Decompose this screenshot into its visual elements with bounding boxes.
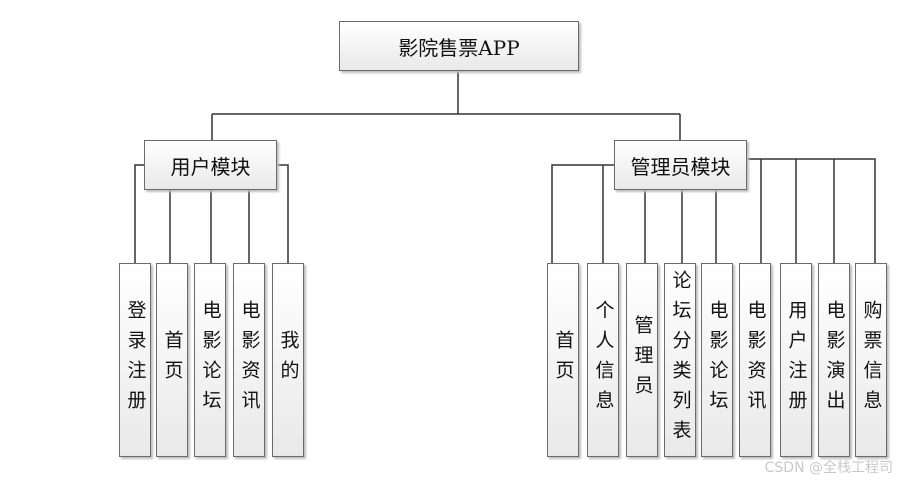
admin-child-node: 论坛分类列表 [664,263,696,457]
node-label: 用户注册 [785,300,808,420]
admin-child-node: 个人信息 [587,263,619,457]
user-module-label: 用户模块 [170,154,251,179]
node-label: 电影论坛 [706,300,729,420]
admin-child-node: 购票信息 [855,263,887,457]
node-label: 首页 [552,330,575,390]
node-label: 管理员 [631,315,654,405]
admin-child-node: 首页 [547,263,579,457]
node-label: 我的 [277,330,300,390]
user-child-node: 登录注册 [119,263,151,457]
admin-child-node: 电影资讯 [739,263,771,457]
admin-connectors [551,158,876,263]
admin-module-node: 管理员模块 [614,140,747,190]
user-child-node: 我的 [272,263,304,457]
user-child-node: 电影论坛 [194,263,226,457]
admin-child-node: 电影论坛 [701,263,733,457]
admin-child-node: 电影演出 [818,263,850,457]
admin-child-node: 管理员 [626,263,658,457]
root-connector [211,70,681,140]
node-label: 论坛分类列表 [669,270,692,450]
user-connectors [134,164,289,263]
node-label: 电影论坛 [199,300,222,420]
watermark: CSDN @全栈工程司 [764,460,893,476]
node-label: 电影资讯 [744,300,767,420]
root-node: 影院售票APP [339,21,579,71]
user-module-node: 用户模块 [144,140,277,190]
node-label: 购票信息 [860,300,883,420]
node-label: 电影演出 [823,300,846,420]
node-label: 登录注册 [124,300,147,420]
user-child-node: 首页 [156,263,188,457]
admin-module-label: 管理员模块 [630,154,731,179]
node-label: 电影资讯 [238,300,261,420]
admin-child-node: 用户注册 [780,263,812,457]
user-child-node: 电影资讯 [233,263,265,457]
node-label: 个人信息 [592,300,615,420]
node-label: 首页 [161,330,184,390]
root-label: 影院售票APP [398,35,520,60]
